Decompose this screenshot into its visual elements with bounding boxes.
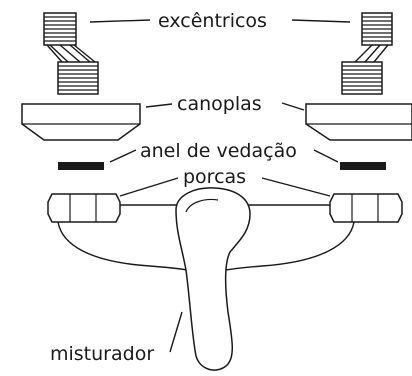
label-escutcheons: canoplas xyxy=(177,93,262,115)
label-seal-ring: anel de vedação xyxy=(140,140,297,162)
label-nuts: porcas xyxy=(183,166,246,188)
seal-ring-right xyxy=(340,162,386,170)
eccentric-left xyxy=(43,12,99,95)
escutcheon-right xyxy=(305,103,412,141)
nut-left xyxy=(47,193,121,223)
nut-right xyxy=(329,193,403,223)
label-eccentrics: excêntricos xyxy=(158,10,267,32)
escutcheon-left xyxy=(21,103,141,141)
eccentric-right xyxy=(341,12,393,95)
mixer-lever xyxy=(175,187,251,371)
label-mixer: misturador xyxy=(50,343,154,365)
leader-lines xyxy=(89,19,351,353)
seal-ring-left xyxy=(58,162,104,170)
